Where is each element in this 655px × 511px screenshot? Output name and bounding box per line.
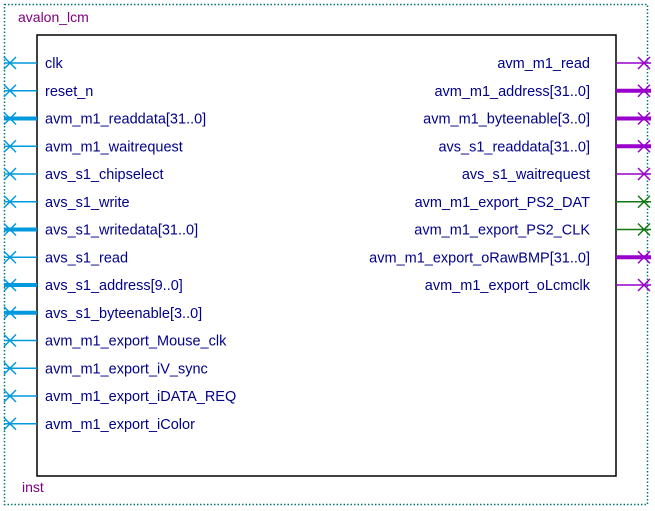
input-pin-label: avm_m1_export_Mouse_clk	[45, 334, 227, 350]
output-pin-label: avm_m1_export_oRawBMP[31..0]	[369, 250, 590, 266]
input-pin-label: avm_m1_export_iDATA_REQ	[45, 389, 236, 405]
input-pin-label: avm_m1_export_iColor	[45, 417, 195, 433]
input-pin-label: avm_m1_export_iV_sync	[45, 361, 208, 377]
pin-x-icon	[3, 111, 17, 126]
input-pin[interactable]: avm_m1_export_iColor	[3, 417, 195, 433]
pin-x-icon	[3, 195, 17, 209]
input-pin[interactable]: avm_m1_export_iV_sync	[3, 361, 208, 377]
input-pin[interactable]: avm_m1_export_Mouse_clk	[3, 333, 227, 350]
pin-x-icon	[637, 250, 651, 264]
output-pin[interactable]: avm_m1_address[31..0]	[434, 84, 651, 100]
output-pin[interactable]: avs_s1_readdata[31..0]	[438, 139, 651, 155]
block-body[interactable]	[36, 34, 617, 477]
input-pin-label: avs_s1_chipselect	[45, 167, 164, 183]
pin-x-icon	[3, 389, 17, 403]
pin-x-icon	[3, 167, 17, 181]
pin-x-icon	[3, 361, 17, 375]
input-pin-label: avs_s1_write	[45, 195, 130, 211]
input-pin[interactable]: reset_n	[3, 84, 93, 100]
output-pin-label: avs_s1_readdata[31..0]	[438, 139, 590, 155]
input-pin[interactable]: avm_m1_export_iDATA_REQ	[3, 389, 236, 405]
pin-x-icon	[637, 167, 651, 181]
instance-name: inst	[22, 479, 44, 495]
output-pin[interactable]: avm_m1_export_oRawBMP[31..0]	[369, 250, 651, 266]
bidir-pin[interactable]: avm_m1_export_PS2_DAT	[415, 195, 651, 211]
pin-x-icon	[637, 195, 651, 209]
input-pins: clk reset_n avm_m1_readdata[31..0] avm_m1_w…	[3, 56, 236, 433]
pin-x-icon	[637, 111, 651, 126]
bidir-pin[interactable]: avm_m1_export_PS2_CLK	[414, 223, 651, 239]
pin-x-icon	[637, 84, 651, 98]
pin-x-icon	[3, 222, 17, 237]
input-pin[interactable]: avs_s1_write	[3, 195, 130, 211]
output-pin-label: avm_m1_export_PS2_DAT	[415, 195, 591, 211]
pin-x-icon	[637, 139, 651, 153]
input-pin[interactable]: avs_s1_read	[3, 250, 128, 266]
pin-x-icon	[637, 222, 651, 237]
pin-x-icon	[3, 417, 17, 431]
block-name: avalon_lcm	[18, 9, 89, 25]
pin-x-icon	[637, 56, 651, 70]
output-pin-label: avm_m1_read	[497, 56, 590, 72]
input-pin[interactable]: clk	[3, 56, 63, 72]
output-pin[interactable]: avs_s1_waitrequest	[462, 167, 651, 183]
input-pin[interactable]: avs_s1_byteenable[3..0]	[3, 306, 202, 322]
input-pin[interactable]: avm_m1_waitrequest	[3, 139, 183, 155]
output-pin-label: avm_m1_address[31..0]	[434, 84, 590, 100]
input-pin-label: avs_s1_byteenable[3..0]	[45, 306, 202, 322]
input-pin-label: avs_s1_read	[45, 250, 128, 266]
output-pin[interactable]: avm_m1_export_oLcmclk	[425, 278, 651, 294]
pin-x-icon	[3, 306, 17, 320]
output-pin-label: avm_m1_byteenable[3..0]	[423, 112, 590, 128]
pin-x-icon	[3, 250, 17, 264]
output-pin[interactable]: avm_m1_read	[497, 56, 651, 72]
output-pins: avm_m1_read avm_m1_address[31..0] avm_m1_b…	[369, 56, 651, 294]
input-pin-label: avs_s1_address[9..0]	[45, 278, 183, 294]
output-pin-label: avm_m1_export_PS2_CLK	[414, 223, 590, 239]
pin-x-icon	[3, 139, 17, 153]
pin-x-icon	[3, 84, 17, 98]
output-pin-label: avm_m1_export_oLcmclk	[425, 278, 591, 294]
input-pin[interactable]: avm_m1_readdata[31..0]	[3, 111, 206, 128]
input-pin-label: avm_m1_readdata[31..0]	[45, 112, 206, 128]
input-pin-label: clk	[45, 56, 63, 72]
pin-x-icon	[3, 333, 17, 348]
input-pin-label: avm_m1_waitrequest	[45, 139, 183, 155]
input-pin-label: avs_s1_writedata[31..0]	[45, 223, 198, 239]
pin-x-icon	[637, 278, 651, 292]
input-pin-label: reset_n	[45, 84, 93, 100]
pin-x-icon	[3, 278, 17, 292]
pin-x-icon	[3, 56, 17, 70]
input-pin[interactable]: avs_s1_chipselect	[3, 167, 164, 183]
output-pin[interactable]: avm_m1_byteenable[3..0]	[423, 112, 651, 128]
input-pin[interactable]: avs_s1_writedata[31..0]	[3, 222, 198, 239]
output-pin-label: avs_s1_waitrequest	[462, 167, 590, 183]
input-pin[interactable]: avs_s1_address[9..0]	[3, 278, 183, 294]
